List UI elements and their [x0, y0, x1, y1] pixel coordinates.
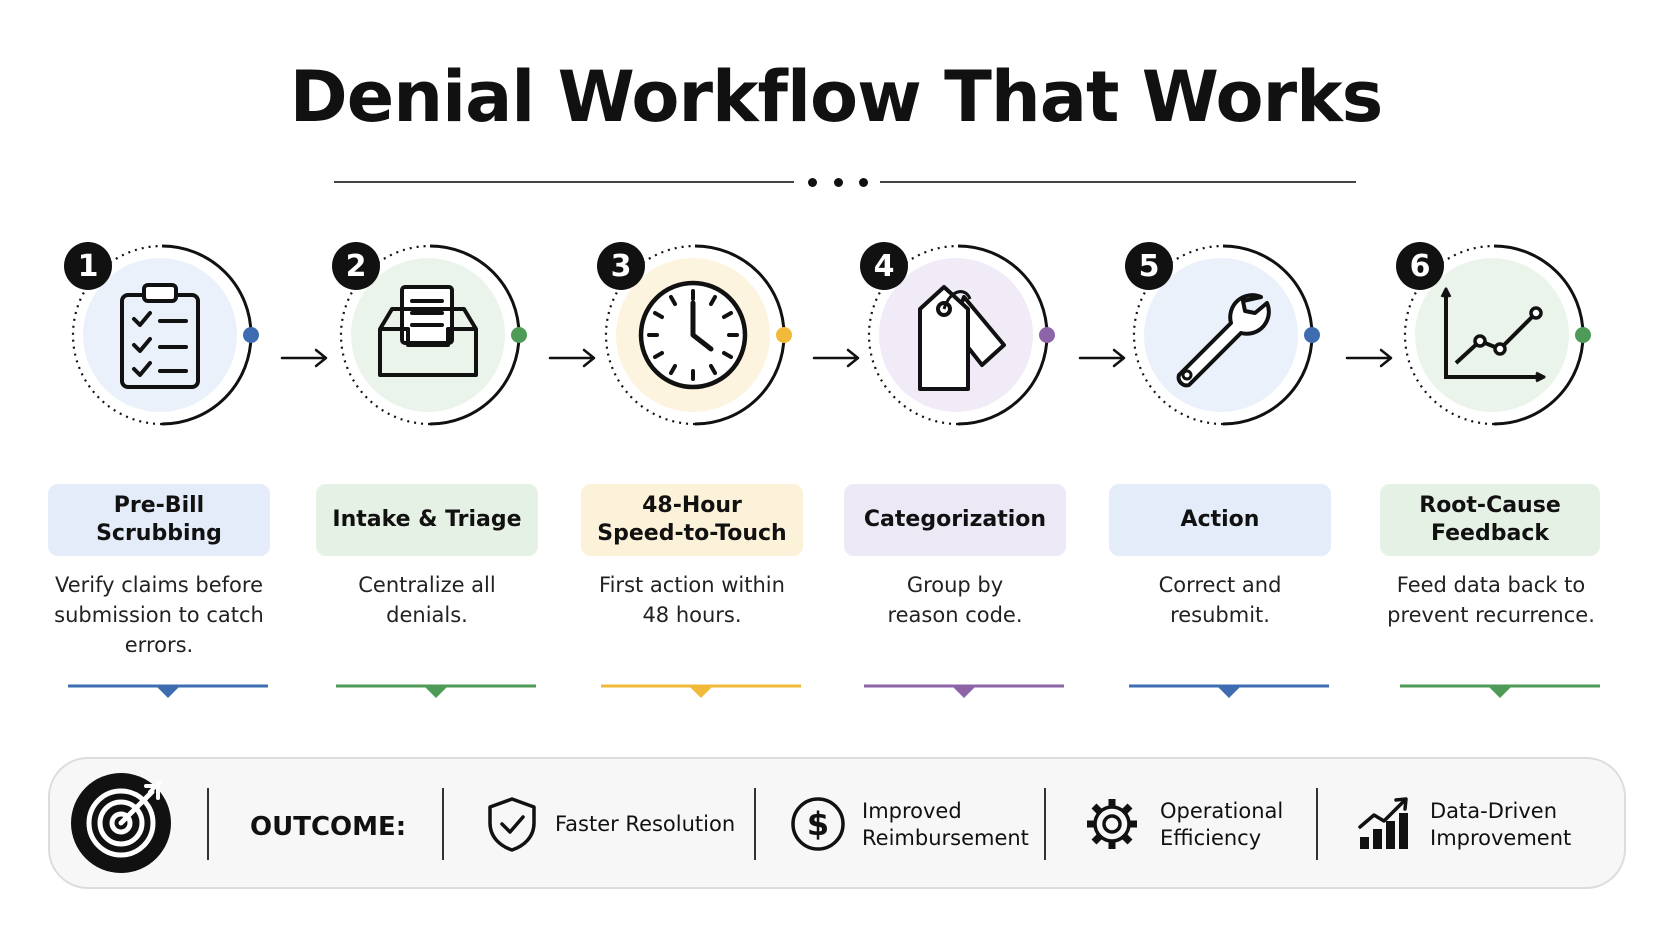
outcome-item-1-text: Faster Resolution: [555, 812, 736, 836]
step-description-line: Group by: [906, 573, 1004, 597]
outcome-separator: [1316, 788, 1318, 860]
step-number-badge: 5: [1125, 242, 1173, 290]
step-number-badge: 3: [597, 242, 645, 290]
step-description: Group by reason code.: [838, 570, 1072, 630]
arrow-right-icon: [1078, 348, 1126, 368]
title-divider-dots: [808, 176, 868, 188]
outcome-item-2-text: Improved Reimbursement: [862, 799, 1029, 850]
outcome-item-4-text: Data-Driven Improvement: [1430, 799, 1572, 850]
step-label-line: Root-Cause: [1419, 493, 1561, 518]
step-description-line: Centralize all: [358, 573, 496, 597]
step-underline-pointer: [68, 684, 268, 698]
step-description-line: submission to catch: [54, 603, 264, 627]
step-label: Action: [1109, 484, 1331, 556]
step-ring: [604, 244, 792, 426]
outcome-separator: [1044, 788, 1046, 860]
step-label: Categorization: [844, 484, 1066, 556]
outcome-separator: [207, 788, 209, 860]
gear-icon: [1087, 799, 1137, 849]
step-underline-pointer: [601, 684, 801, 698]
target-icon: [71, 773, 171, 873]
step-number-badge: 4: [860, 242, 908, 290]
step-description: Centralize all denials.: [310, 570, 544, 630]
step-description-line: denials.: [386, 603, 468, 627]
step-number-badge: 1: [64, 242, 112, 290]
tags-icon: [918, 285, 1006, 391]
step-description-line: 48 hours.: [642, 603, 742, 627]
step-ring: [339, 244, 527, 426]
step-label-line: Speed-to-Touch: [597, 521, 787, 546]
arrow-right-icon: [812, 348, 860, 368]
step-ring: [1132, 244, 1320, 426]
title-divider-left: [334, 181, 794, 183]
step-label-text: Action: [1181, 506, 1260, 534]
step-description-line: prevent recurrence.: [1387, 603, 1595, 627]
step-description-line: Feed data back to: [1396, 573, 1586, 597]
arrow-right-icon: [1345, 348, 1393, 368]
step-underline-pointer: [1400, 684, 1600, 698]
step-label-line: Action: [1180, 507, 1260, 532]
svg-text:$: $: [807, 805, 829, 843]
dollar-circle-icon: $: [791, 797, 845, 851]
page-title: Denial Workflow That Works: [289, 56, 1384, 138]
step-description-line: First action within: [599, 573, 785, 597]
step-label-line: Pre-Bill Scrubbing: [96, 493, 222, 546]
step-label-line: Categorization: [863, 507, 1047, 532]
step-label-text: Pre-Bill Scrubbing: [57, 492, 261, 548]
outcome-separator: [754, 788, 756, 860]
step-label-line: Intake & Triage: [332, 507, 522, 532]
step-description-line: Correct and: [1158, 573, 1282, 597]
outcome-item-3-text: Operational Efficiency: [1160, 799, 1284, 850]
step-label-line: 48-Hour: [642, 493, 742, 518]
step-label: Intake & Triage: [316, 484, 538, 556]
step-label: Pre-Bill Scrubbing: [48, 484, 270, 556]
outcome-separator: [442, 788, 444, 860]
step-label-text: Intake & Triage: [332, 506, 521, 534]
wrench-icon: [1176, 293, 1271, 388]
step-underline-pointer: [1129, 684, 1329, 698]
step-label-line: Feedback: [1431, 521, 1549, 546]
step-description-line: reason code.: [887, 603, 1023, 627]
title-divider-right: [880, 181, 1356, 183]
step-description: Verify claims before submission to catch e…: [42, 570, 276, 660]
step-ring: [71, 244, 259, 426]
clock-icon: [638, 280, 748, 390]
bar-chart-growth-icon: [1358, 797, 1408, 849]
outcome-label: OUTCOME:: [250, 812, 407, 842]
step-label-text: Categorization: [864, 506, 1046, 534]
step-description-line: errors.: [124, 633, 194, 657]
step-description-line: resubmit.: [1170, 603, 1270, 627]
step-description: First action within 48 hours.: [575, 570, 809, 630]
step-description: Correct and resubmit.: [1103, 570, 1337, 630]
step-description: Feed data back to prevent recurrence.: [1374, 570, 1608, 630]
step-number-badge: 2: [332, 242, 380, 290]
inbox-tray-icon: [378, 285, 478, 377]
step-ring: [867, 244, 1055, 426]
step-underline-pointer: [864, 684, 1064, 698]
step-ring: [1403, 244, 1591, 426]
line-chart-icon: [1440, 287, 1546, 383]
arrow-right-icon: [280, 348, 328, 368]
step-description-line: Verify claims before: [55, 573, 263, 597]
shield-check-icon: [488, 797, 536, 852]
clipboard-checklist-icon: [120, 283, 200, 389]
step-number-badge: 6: [1396, 242, 1444, 290]
arrow-right-icon: [548, 348, 596, 368]
step-underline-pointer: [336, 684, 536, 698]
